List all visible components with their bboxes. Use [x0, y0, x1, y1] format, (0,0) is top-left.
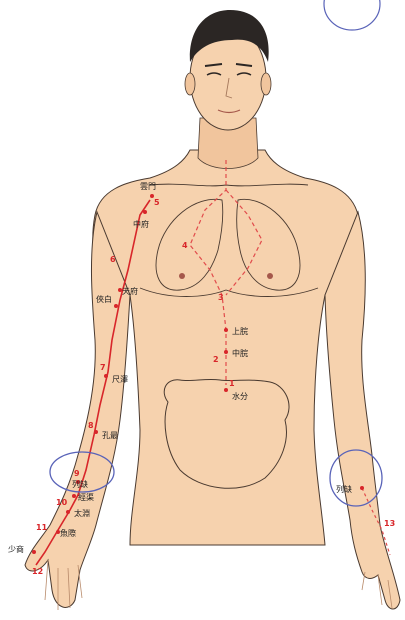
number-6: 6	[110, 255, 116, 264]
ear-left	[185, 73, 195, 95]
number-11: 11	[36, 523, 48, 532]
number-5: 5	[154, 198, 160, 207]
number-1: 1	[229, 379, 235, 388]
point-shuifen	[224, 388, 228, 392]
nipple-left	[179, 273, 185, 279]
label-chize: 尺澤	[112, 374, 128, 384]
label-zhongfu: 中府	[133, 219, 149, 229]
torso	[93, 150, 361, 545]
number-3: 3	[218, 293, 224, 302]
label-shuifen: 水分	[232, 391, 248, 401]
point-kongzui	[94, 430, 98, 434]
point-taiyuan	[66, 510, 70, 514]
number-13: 13	[384, 519, 395, 528]
point-xiabai	[114, 304, 118, 308]
label-zhongwan: 中脘	[232, 348, 248, 358]
label-yuji: 魚際	[60, 528, 76, 538]
label-lieque-right: 列缺	[336, 484, 352, 494]
point-shaoshang	[32, 550, 36, 554]
number-7: 7	[100, 363, 106, 372]
label-yunmen: 雲門	[140, 182, 156, 191]
number-9: 9	[74, 469, 80, 478]
point-chize	[104, 374, 108, 378]
point-jingqu	[72, 494, 76, 498]
label-tianfu: 天府	[122, 286, 138, 296]
label-shangwan: 上脘	[232, 326, 248, 336]
number-8: 8	[88, 421, 94, 430]
point-zhongwan	[224, 350, 228, 354]
number-4: 4	[182, 241, 188, 250]
number-2: 2	[213, 355, 219, 364]
point-lieque-right	[360, 486, 364, 490]
number-10: 10	[56, 498, 68, 507]
ear-right	[261, 73, 271, 95]
label-shaoshang: 少商	[8, 544, 24, 554]
label-jingqu: 經渠	[78, 492, 94, 502]
number-12: 12	[32, 567, 43, 576]
arm-left	[25, 212, 130, 607]
label-xiabai: 俠白	[96, 294, 112, 304]
point-zhongfu	[143, 210, 147, 214]
label-lieque-left: 列缺	[72, 479, 88, 489]
label-taiyuan: 太淵	[74, 508, 90, 518]
label-kongzui: 孔最	[102, 431, 118, 440]
nipple-right	[267, 273, 273, 279]
point-shangwan	[224, 328, 228, 332]
blue-circle-top	[324, 0, 380, 30]
